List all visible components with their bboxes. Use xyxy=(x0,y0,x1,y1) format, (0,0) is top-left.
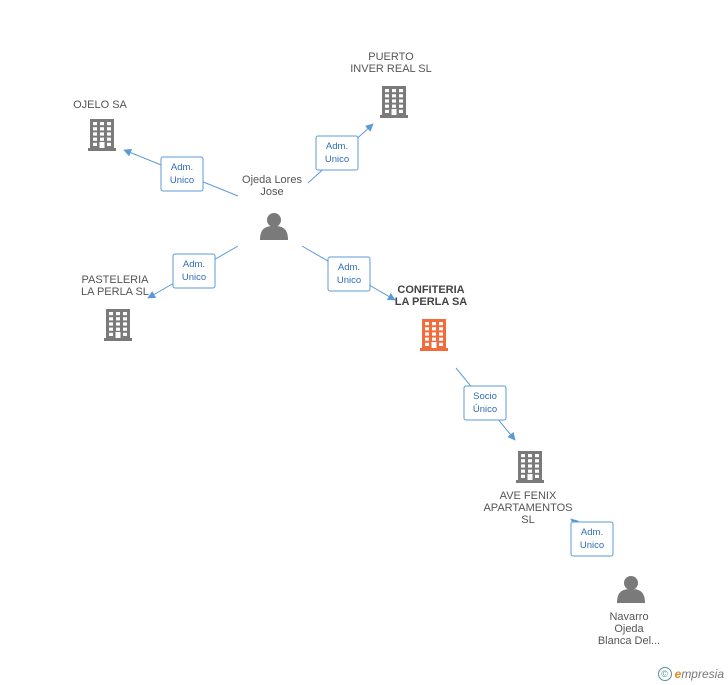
edge-jose-to-puerto: Adm. Unico xyxy=(307,123,374,184)
node-label: SL xyxy=(521,514,534,526)
node-label: CONFITERIA xyxy=(397,284,464,296)
relation-badge[interactable] xyxy=(463,385,507,421)
building-icon xyxy=(104,309,132,341)
node-label: INVER REAL SL xyxy=(350,63,432,75)
building-icon xyxy=(380,86,408,118)
building-icon xyxy=(516,451,544,483)
relation-badge[interactable] xyxy=(327,256,371,292)
node-label: PASTELERIA xyxy=(81,274,149,286)
node-ojelo[interactable]: OJELO SA xyxy=(73,99,128,151)
relation-label: Adm. xyxy=(326,141,348,152)
relation-badge[interactable] xyxy=(172,253,216,289)
node-label: AVE FENIX xyxy=(500,490,557,502)
relation-label: Unico xyxy=(170,175,194,186)
edge-jose-to-confiteria: Adm. Unico xyxy=(301,245,396,301)
person-icon xyxy=(260,213,288,240)
node-label: LA PERLA SL xyxy=(81,286,149,298)
node-label: Navarro xyxy=(609,611,648,623)
person-icon xyxy=(617,576,645,603)
relation-label: Unico xyxy=(325,154,349,165)
copyright-icon: © xyxy=(657,667,672,681)
relation-label: Único xyxy=(473,404,497,415)
brand-logo[interactable]: empresia xyxy=(674,667,724,681)
relation-label: Unico xyxy=(337,275,361,286)
relation-label: Adm. xyxy=(581,527,603,538)
node-label: Ojeda xyxy=(614,623,644,635)
relation-badge[interactable] xyxy=(315,135,359,171)
building-icon xyxy=(88,119,116,151)
node-label: OJELO SA xyxy=(73,99,127,111)
edge-navarro-to-avefenix: Adm. Unico xyxy=(570,518,614,557)
edge-jose-to-ojelo: Adm. Unico xyxy=(123,148,239,197)
building-icon xyxy=(420,319,448,351)
node-label: LA PERLA SA xyxy=(395,296,468,308)
edge-jose-to-pasteleria: Adm. Unico xyxy=(147,245,239,299)
node-label: PUERTO xyxy=(368,51,414,63)
relation-label: Adm. xyxy=(183,259,205,270)
node-label: Blanca Del... xyxy=(598,635,660,647)
relation-label: Unico xyxy=(182,272,206,283)
relation-label: Socio xyxy=(473,391,497,402)
node-label: Ojeda Lores xyxy=(242,174,302,186)
relation-label: Unico xyxy=(580,540,604,551)
footer-brand: © empresia xyxy=(657,667,724,681)
relation-label: Adm. xyxy=(171,162,193,173)
relation-badge[interactable] xyxy=(570,521,614,557)
node-label: APARTAMENTOS xyxy=(483,502,572,514)
relation-badge[interactable] xyxy=(160,156,204,192)
node-label: Jose xyxy=(260,186,283,198)
relation-label: Adm. xyxy=(338,262,360,273)
